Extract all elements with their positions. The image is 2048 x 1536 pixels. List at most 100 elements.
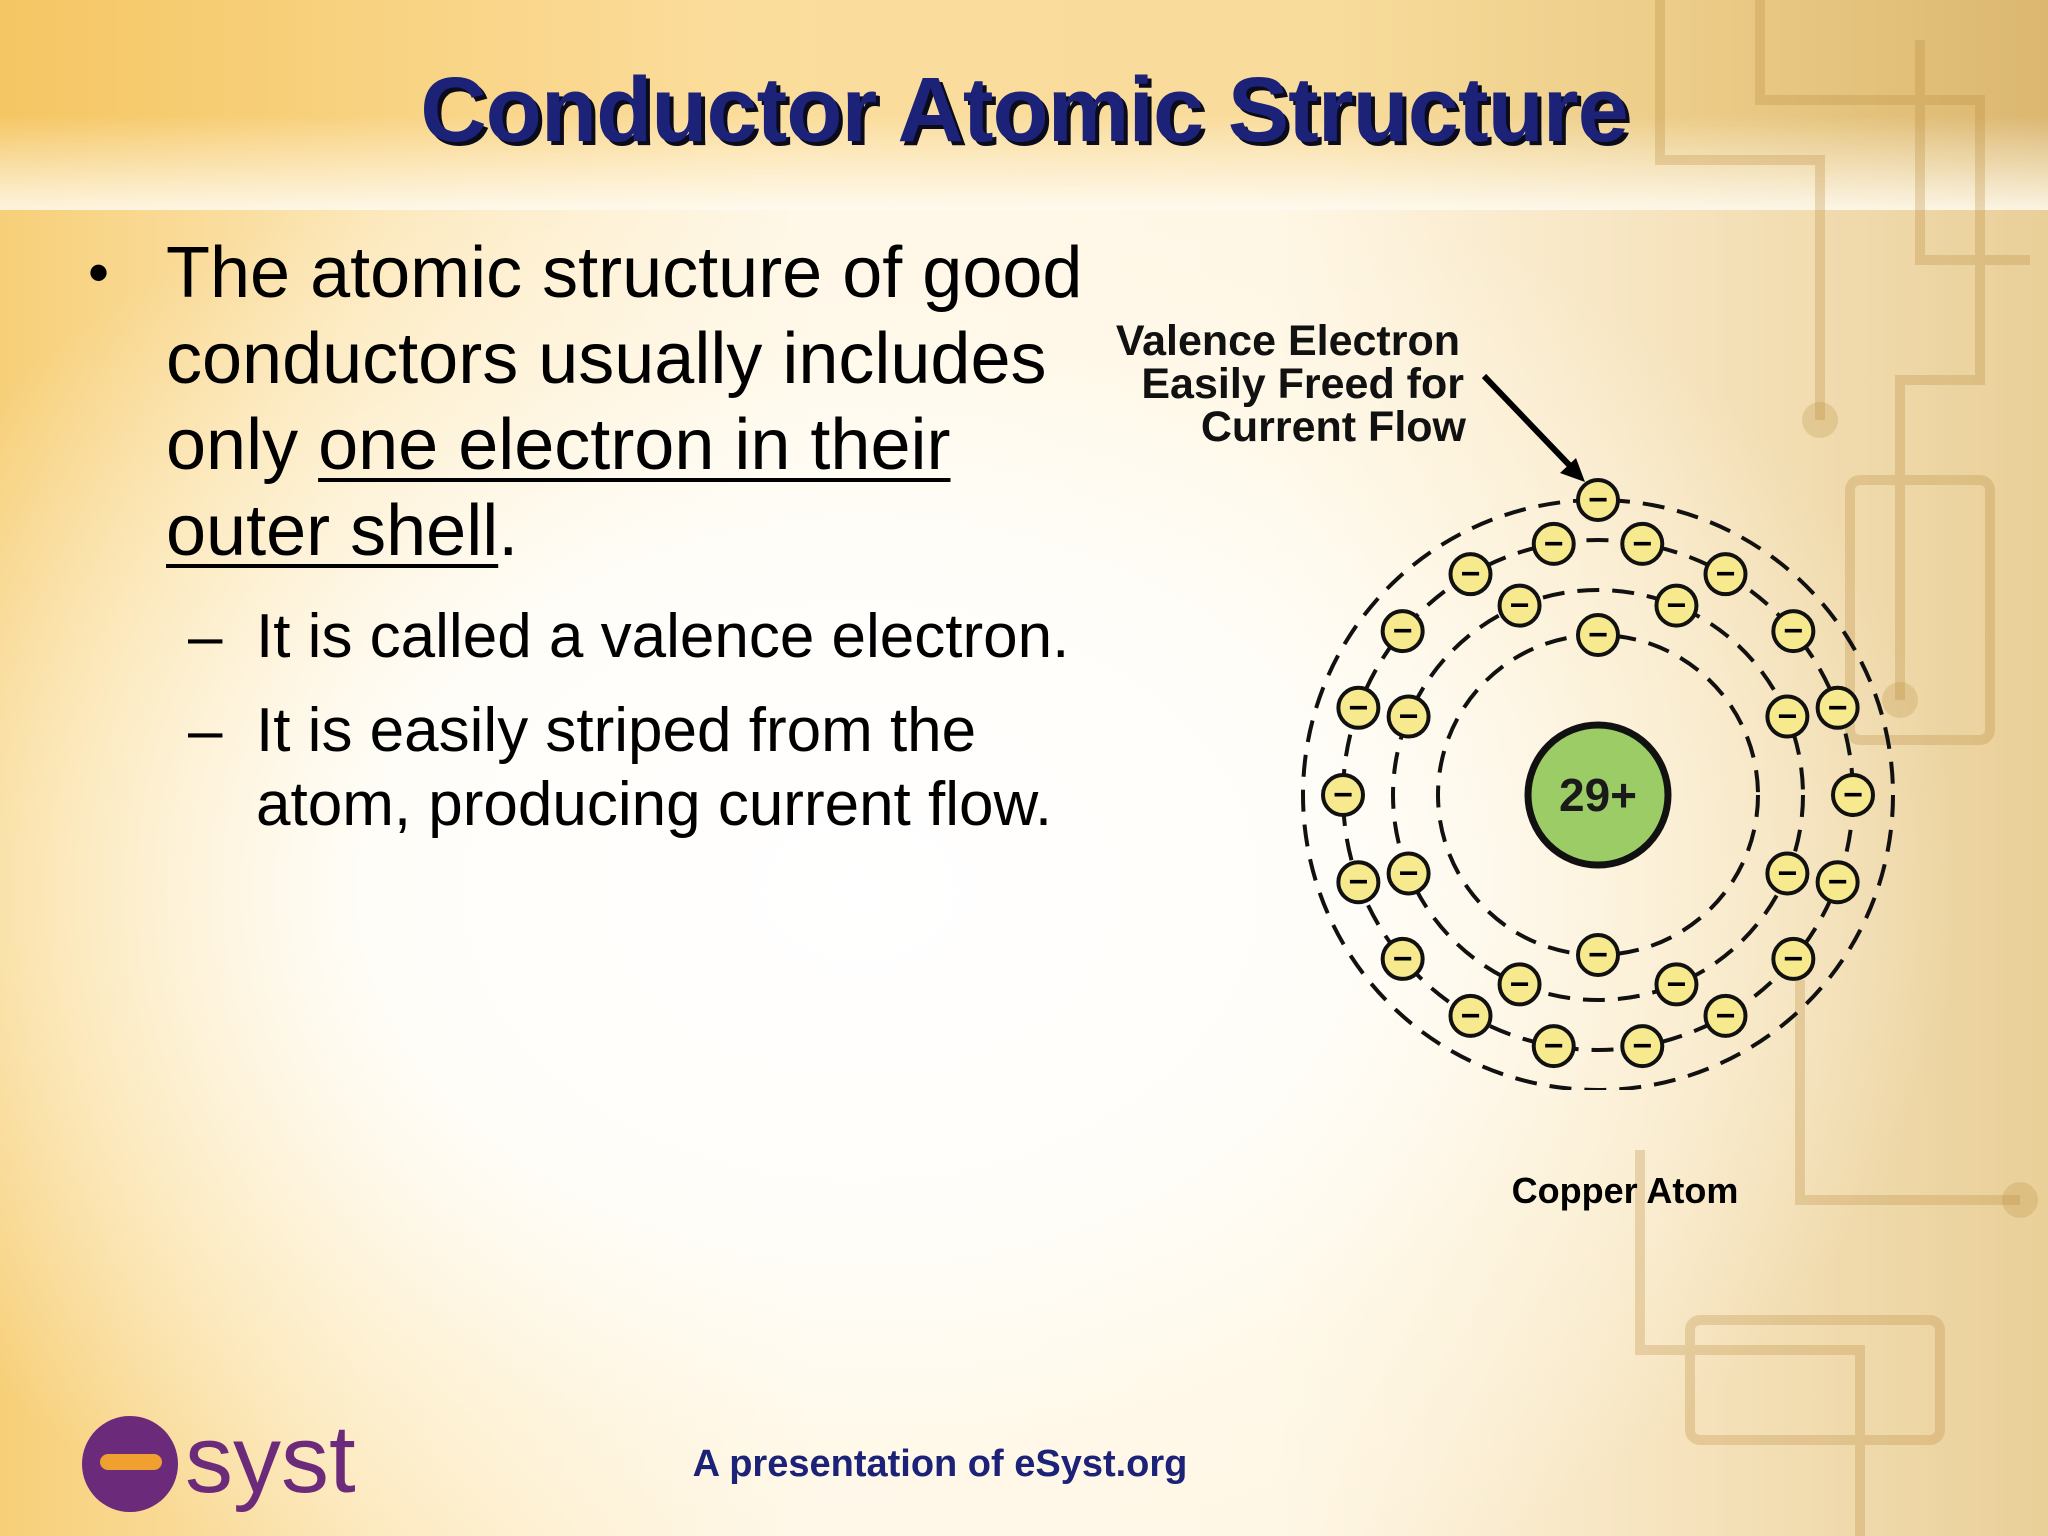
electron-circle — [1771, 936, 1816, 981]
bullet-list: • The atomic structure of good conductor… — [88, 230, 1088, 862]
electron-circle — [1703, 552, 1748, 597]
shell-3-electron: − — [1771, 936, 1816, 981]
electron-circle — [1576, 478, 1620, 522]
annotation-line-3: Current Flow — [1201, 403, 1467, 451]
shell-1-electron: − — [1576, 613, 1620, 657]
nucleus-label: 29+ — [1559, 769, 1637, 821]
electron-circle — [1815, 685, 1860, 730]
shell-3-electron: − — [1448, 552, 1493, 597]
circuit-background-decoration — [1635, 0, 2038, 1536]
shell-3-electron: − — [1531, 521, 1576, 566]
electron-circle — [1497, 962, 1542, 1007]
electron-circle — [1831, 773, 1875, 817]
shell-3-electron: − — [1531, 1024, 1576, 1069]
electron-symbol: − — [1783, 612, 1803, 650]
shell-3-electron: − — [1815, 860, 1860, 905]
electron-circle — [1497, 583, 1542, 628]
electron-symbol: − — [1588, 936, 1608, 974]
electron-circle — [1386, 851, 1431, 896]
electron-symbol: − — [1777, 854, 1797, 892]
electron-symbol: − — [1348, 863, 1368, 901]
shell-4-orbit — [1301, 498, 1895, 1090]
electron-symbol: − — [1783, 940, 1803, 978]
header-band — [0, 0, 2048, 210]
electron-circle — [1620, 521, 1665, 566]
dash-marker: – — [188, 602, 223, 671]
annotation-arrow — [1481, 373, 1585, 482]
shell-3-electron: − — [1321, 773, 1365, 817]
electron-circle — [1531, 521, 1576, 566]
electron-symbol: − — [1667, 587, 1687, 625]
shell-1-electron: − — [1576, 933, 1620, 977]
electron-circle — [1336, 685, 1381, 730]
electron-circle — [1336, 860, 1381, 905]
shell-2-electron: − — [1654, 583, 1699, 628]
shell-3-electron: − — [1380, 609, 1425, 654]
electron-symbol: − — [1510, 965, 1530, 1003]
shell-3-electron: − — [1771, 609, 1816, 654]
electron-symbol: − — [1843, 776, 1863, 814]
electron-symbol: − — [1333, 776, 1353, 814]
shell-3-electron: − — [1703, 552, 1748, 597]
shell-3-electron: − — [1380, 936, 1425, 981]
shell-3-electron: − — [1831, 773, 1875, 817]
diagram-caption: Copper Atom — [1511, 1170, 1739, 1211]
electron-circle — [1576, 933, 1620, 977]
electron-circle — [1448, 552, 1493, 597]
shell-3-electron: − — [1703, 993, 1748, 1038]
electron-symbol: − — [1399, 698, 1419, 736]
electrons: −−−−−−−−−−−−−−−−−−−−−−−−−−−−− — [1321, 478, 1875, 1069]
nucleus-circle — [1524, 721, 1672, 869]
electron-circle — [1380, 936, 1425, 981]
bullet-marker: • — [88, 239, 110, 306]
dash-marker: – — [188, 696, 223, 765]
electron-symbol: − — [1399, 854, 1419, 892]
electron-symbol: − — [1393, 612, 1413, 650]
logo-wordmark: syst — [185, 1406, 356, 1513]
electron-symbol: − — [1544, 525, 1564, 563]
esyst-logo: syst — [82, 1406, 356, 1513]
shell-2-electron: − — [1765, 694, 1810, 739]
electron-circle — [1321, 773, 1365, 817]
annotation-label: Valence Electron Easily Freed for Curren… — [1116, 317, 1467, 451]
shell-2-orbit — [1391, 588, 1805, 1002]
electron-circle — [1654, 962, 1699, 1007]
copper-atom-diagram: Valence Electron Easily Freed for Curren… — [1116, 317, 1895, 1090]
shell-2-electron: − — [1386, 851, 1431, 896]
electron-symbol: − — [1461, 997, 1481, 1035]
shell-3-electron: − — [1336, 685, 1381, 730]
electron-circle — [1386, 694, 1431, 739]
electron-symbol: − — [1777, 698, 1797, 736]
shell-3-electron: − — [1336, 860, 1381, 905]
electron-circle — [1765, 851, 1810, 896]
electron-circle — [1765, 694, 1810, 739]
bullet-text: The atomic structure of good conductors … — [166, 233, 1083, 485]
electron-symbol: − — [1716, 997, 1736, 1035]
electron-symbol: − — [1588, 616, 1608, 654]
shell-4-electron: − — [1576, 478, 1620, 522]
electron-symbol: − — [1461, 555, 1481, 593]
annotation-line-2: Easily Freed for — [1141, 360, 1464, 408]
electron-symbol: − — [1667, 965, 1687, 1003]
electron-circle — [1531, 1024, 1576, 1069]
electron-circle — [1771, 609, 1816, 654]
electron-symbol: − — [1632, 525, 1652, 563]
shell-2-electron: − — [1765, 851, 1810, 896]
sub-bullet-text: It is easily striped from the atom, prod… — [256, 696, 1053, 839]
shell-3-electron: − — [1448, 993, 1493, 1038]
bullet-period: . — [498, 491, 519, 571]
electron-symbol: − — [1588, 481, 1608, 519]
electron-symbol: − — [1544, 1027, 1564, 1065]
annotation-line-1: Valence Electron — [1116, 317, 1460, 365]
nucleus: 29+ — [1524, 721, 1672, 869]
shell-2-electron: − — [1497, 962, 1542, 1007]
electron-circle — [1815, 860, 1860, 905]
electron-circle — [1576, 613, 1620, 657]
electron-symbol: − — [1348, 689, 1368, 727]
shell-2-electron: − — [1386, 694, 1431, 739]
slide-title: Conductor Atomic Structure — [420, 59, 1629, 161]
electron-symbol: − — [1828, 863, 1848, 901]
shell-2-electron: − — [1497, 583, 1542, 628]
electron-circle — [1654, 583, 1699, 628]
electron-circle — [1703, 993, 1748, 1038]
